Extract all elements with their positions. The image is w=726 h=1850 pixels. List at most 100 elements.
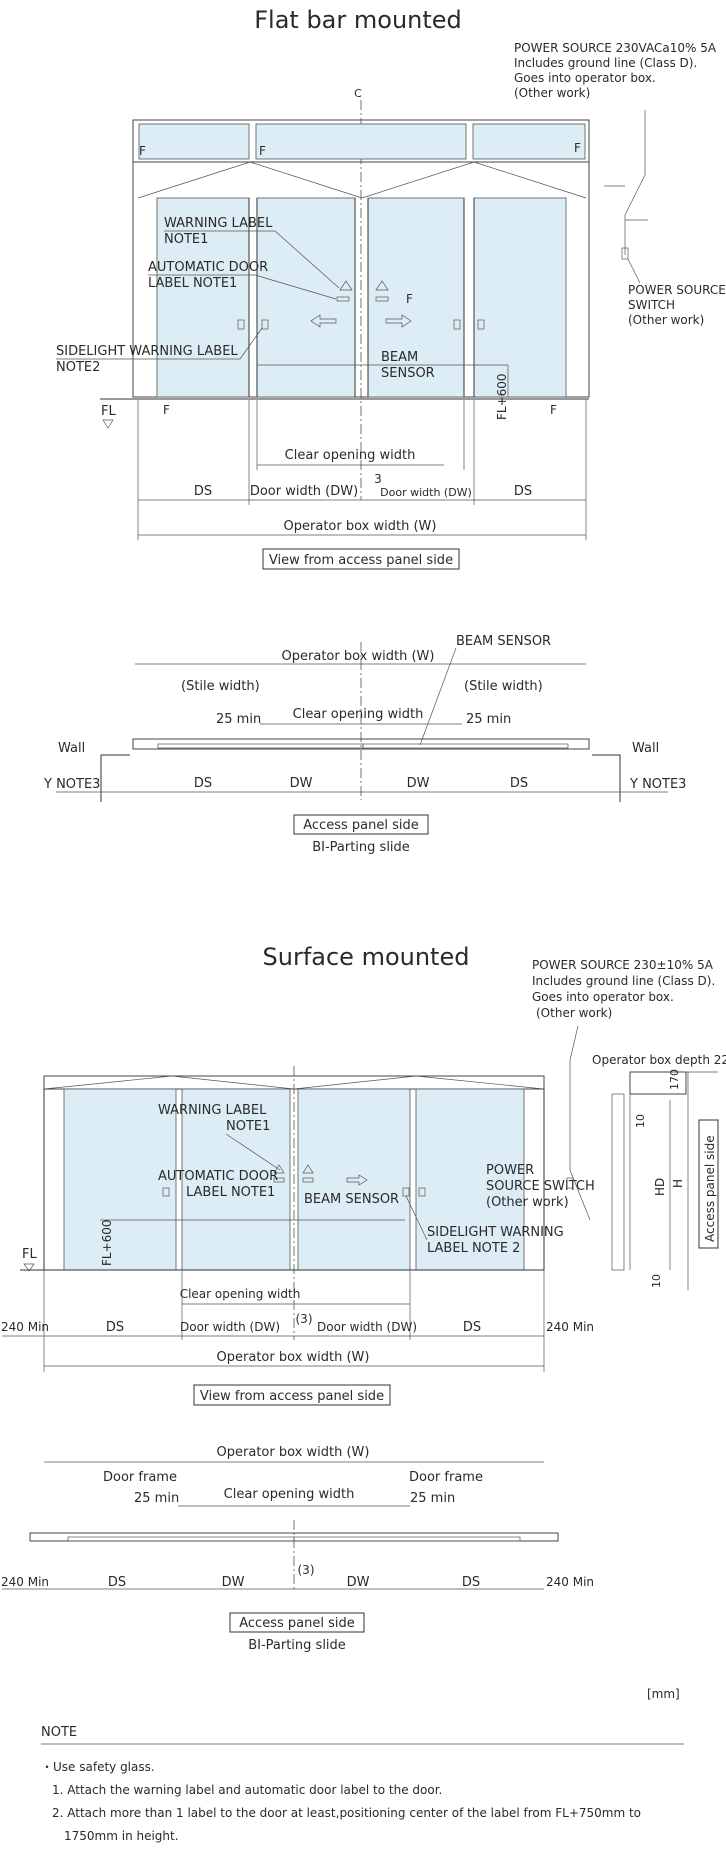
note-item: 1. Attach the warning label and automati… [52,1783,442,1797]
notes-section: [mm] NOTE ・Use safety glass. 1. Attach t… [41,1687,684,1843]
surface-dim-10-top: 10 [634,1114,647,1128]
flat-auto-door-label-callout-line1: AUTOMATIC DOOR [148,260,268,275]
surface-dw-right: Door width (DW) [317,1320,417,1334]
surface-plan-access-label: Access panel side [239,1616,354,1631]
flat-plan-wall-shape-right [592,754,621,802]
flat-plan-wall-shape-left [100,754,130,802]
flat-plan-wall-left: Wall [58,741,85,756]
surface-access-panel-side-box [698,1119,719,1249]
surface-dim-h: H [671,1179,685,1188]
surface-clear-opening-label: Clear opening width [180,1287,301,1301]
flat-power-switch-icon [621,247,629,260]
flat-plan-ynote-right: Y NOTE3 [629,777,686,792]
surface-handle-icon [418,1187,426,1197]
surface-warning-label-callout-line1: WARNING LABEL [158,1103,267,1118]
flat-floor-mark [102,419,114,429]
flat-operator-width-label: Operator box width (W) [284,519,437,534]
flat-leader [419,647,457,746]
flat-handle-icon [237,319,245,330]
surface-dw-left: Door width (DW) [180,1320,280,1334]
surface-warning-label-icon [273,1164,285,1174]
surface-view-label-box [193,1384,391,1406]
flat-centerline-mark: C [354,87,362,100]
flat-power-source-note-line3: Goes into operator box. [514,71,656,85]
flat-plan-parting-label: BI-Parting slide [312,840,410,855]
flat-transom-glass-right [472,123,586,160]
surface-plan-dw-left: DW [222,1575,245,1590]
surface-plan-operator-width: Operator box width (W) [217,1445,370,1460]
surface-plan-25min-right: 25 min [410,1491,455,1506]
surface-fl600-label: FL+600 [100,1219,114,1266]
flat-auto-door-label-callout-line2: LABEL NOTE1 [148,276,237,291]
note-item: 1750mm in height. [64,1829,179,1843]
surface-automatic-door-label-icon [273,1177,285,1183]
surface-door-leaf-right [297,1088,411,1271]
surface-view-label: View from access panel side [200,1389,384,1404]
surface-240min-left: 240 Min [1,1320,49,1334]
surface-dim-hd: HD [653,1178,667,1196]
surface-sidelight-left [63,1088,177,1271]
surface-automatic-door-label-icon [302,1177,314,1183]
surface-plan-25min-left: 25 min [134,1491,179,1506]
flat-fl600-label: FL+600 [495,373,509,420]
flat-handle-icon [261,319,269,330]
surface-240min-right: 240 Min [546,1320,594,1334]
flat-leader [627,258,641,284]
flat-view-label: View from access panel side [269,553,453,568]
flat-warning-label-icon [339,280,353,291]
surface-power-cable [569,1025,591,1221]
flat-fixed-mark-center: F [406,292,413,306]
surface-gap-3: (3) [296,1312,313,1326]
flat-fixed-mark-transom-center: F [259,144,266,158]
flat-plan-access-label: Access panel side [303,818,418,833]
flat-plan-ynote-left: Y NOTE3 [43,777,100,792]
flat-title: Flat bar mounted [254,6,462,34]
surface-plan-door-frame-right: Door frame [409,1470,483,1485]
surface-open-direction-icon [346,1174,368,1186]
surface-floor-label: FL [22,1247,37,1262]
surface-plan-ds-right: DS [462,1575,480,1590]
flat-gap-3: 3 [374,472,382,486]
surface-leader [405,1195,428,1241]
flat-handle-icon [477,319,485,330]
flat-plan-access-box [293,814,429,835]
flat-power-switch-callout-line3: (Other work) [628,313,704,327]
flat-ds-right: DS [514,484,532,499]
flat-bar-section: Flat bar mounted POWER SOURCE 230VACa10%… [56,6,726,570]
unit-label: [mm] [647,1687,680,1701]
flat-fixed-mark-right: F [550,403,557,417]
surface-power-source-note-line4: (Other work) [536,1006,612,1020]
flat-automatic-door-label-icon [375,296,389,302]
surface-plan-240min-left: 240 Min [1,1575,49,1589]
surface-ds-right: DS [463,1320,481,1335]
surface-floor-mark [23,1263,35,1272]
surface-plan-gap-3: (3) [298,1563,315,1577]
surface-operator-width-label: Operator box width (W) [217,1350,370,1365]
surface-door-leaf-left [181,1088,291,1271]
surface-access-panel-side-label: Access panel side [703,1135,717,1242]
flat-plan-beam-sensor: BEAM SENSOR [456,634,551,649]
flat-open-direction-left-icon [310,314,337,328]
flat-plan-25min-right: 25 min [466,712,511,727]
surface-sidelight-warning-callout-line1: SIDELIGHT WARNING [427,1225,564,1240]
flat-leader [148,274,337,300]
surface-power-switch-callout-line3: (Other work) [486,1195,569,1210]
flat-frame [132,161,590,398]
surface-plan-240min-right: 240 Min [546,1575,594,1589]
flat-power-switch-callout-line2: SWITCH [628,298,675,312]
flat-leader [164,230,340,289]
flat-power-source-note-line2: Includes ground line (Class D). [514,56,697,70]
surface-handle-icon [162,1187,170,1197]
surface-plan-door-frame-left: Door frame [103,1470,177,1485]
flat-plan: Operator box width (W) BEAM SENSOR (Stil… [43,634,686,855]
surface-plan-parting-label: BI-Parting slide [248,1638,346,1653]
flat-plan-door-left [157,743,364,749]
flat-plan-25min-left: 25 min [216,712,261,727]
surface-power-source-note-line3: Goes into operator box. [532,990,674,1004]
flat-opening-line-right [361,161,587,199]
flat-opening-line-left [137,161,363,199]
flat-power-source-note-line4: (Other work) [514,86,590,100]
flat-beam-sensor-callout-line1: BEAM [381,350,418,365]
flat-automatic-door-label-icon [336,296,350,302]
flat-transom-glass-center [255,123,467,160]
